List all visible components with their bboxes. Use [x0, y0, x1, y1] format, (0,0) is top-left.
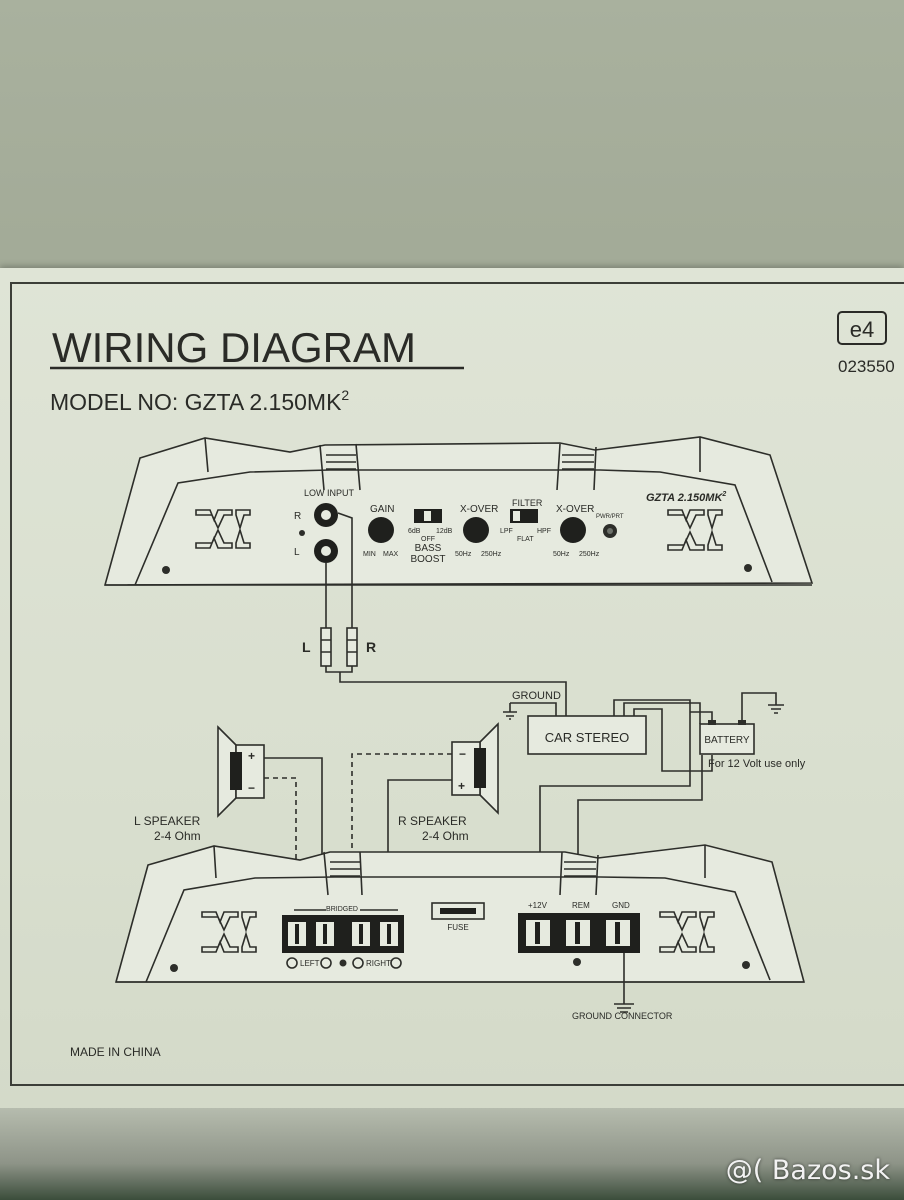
left-neg-symbol: [286, 957, 298, 969]
left-speaker: + −: [217, 725, 323, 900]
boost-6db-label: 6dB: [408, 528, 421, 535]
ground-connector-wire: [614, 953, 634, 1013]
bridged-label: BRIDGED: [326, 906, 358, 913]
car-stereo-box: [527, 715, 647, 755]
top-amplifier: LOW INPUT R L GAIN MIN MAX 6dB OFF 12dB …: [103, 436, 814, 586]
rca-plug-left: [320, 627, 332, 667]
gain-max-label: MAX: [383, 551, 399, 558]
heatsink-logo-right: [667, 509, 723, 551]
rca-r-label: R: [366, 639, 376, 655]
battery-label: BATTERY: [704, 735, 750, 746]
wire-12v: [539, 699, 691, 900]
filter-hpf-label: HPF: [537, 528, 551, 535]
screw-hole: [573, 958, 581, 966]
xover1-250hz-label: 250Hz: [481, 551, 502, 558]
led-dot: [299, 530, 305, 536]
heatsink-logo-bottom-left: [201, 911, 257, 953]
rca-cables: [320, 512, 567, 716]
watermark: @( Bazos.sk: [725, 1155, 890, 1186]
sheet-frame: [10, 282, 904, 1086]
right-terminal-label: RIGHT: [366, 959, 391, 968]
photo-bottom-strip: [0, 1108, 904, 1200]
cert-number: 023550: [838, 357, 895, 376]
left-terminal-label: LEFT: [300, 959, 320, 968]
gain-label: GAIN: [370, 504, 394, 515]
xover-label-2: X-OVER: [556, 504, 594, 515]
ground-connector-label: GROUND CONNECTOR: [572, 1011, 673, 1021]
fuse-label: FUSE: [447, 923, 468, 932]
heatsink-logo-bottom-right: [659, 911, 715, 953]
bass-label: BASS: [415, 543, 442, 554]
xover2-250hz-label: 250Hz: [579, 551, 600, 558]
gain-min-label: MIN: [363, 551, 376, 558]
screw-hole: [162, 566, 170, 574]
left-speaker-ohm: 2-4 Ohm: [154, 829, 201, 843]
rca-l-label: L: [302, 639, 311, 655]
rem-label: REM: [572, 901, 590, 910]
input-r-label: R: [294, 511, 301, 522]
ground-label: GROUND: [512, 690, 561, 702]
screw-hole: [742, 961, 750, 969]
wire-rem: [577, 702, 713, 900]
wire-battery-pos: [690, 711, 713, 720]
right-neg-symbol: [352, 957, 364, 969]
model-number: MODEL NO: GZTA 2.150MK2: [50, 387, 349, 415]
left-speaker-minus: −: [248, 781, 255, 795]
right-pos-symbol: [390, 957, 402, 969]
pwr-prt-label: PWR/PRT: [596, 514, 624, 520]
heatsink-logo-left: [195, 509, 251, 549]
xover-knob-2: [560, 517, 586, 543]
left-pos-symbol: [320, 957, 332, 969]
boost-off-label: OFF: [421, 536, 435, 543]
battery-note: For 12 Volt use only: [708, 758, 806, 770]
plus12v-label: +12V: [528, 901, 548, 910]
boost-12db-label: 12dB: [436, 528, 453, 535]
car-stereo-label: CAR STEREO: [545, 730, 630, 745]
screw-hole: [744, 564, 752, 572]
cert-mark-box: [837, 311, 887, 345]
right-speaker-ohm: 2-4 Ohm: [422, 829, 469, 843]
xover1-50hz-label: 50Hz: [455, 551, 472, 558]
amp-badge: GZTA 2.150MK2: [646, 491, 726, 504]
low-input-label: LOW INPUT: [304, 488, 355, 498]
filter-lpf-label: LPF: [500, 528, 513, 535]
made-in-label: MADE IN CHINA: [70, 1045, 161, 1059]
diagram-title: WIRING DIAGRAM: [52, 324, 416, 371]
filter-flat-label: FLAT: [517, 536, 534, 543]
xover-knob-1: [463, 517, 489, 543]
right-speaker-plus: +: [458, 779, 465, 793]
xover-label-1: X-OVER: [460, 504, 498, 515]
screw-hole: [170, 964, 178, 972]
rca-plug-right: [346, 627, 358, 667]
right-speaker-label: R SPEAKER: [398, 814, 467, 828]
boost-label: BOOST: [410, 554, 445, 565]
fuse-icon: [440, 908, 476, 914]
top-amp-outline: [103, 436, 814, 586]
filter-label: FILTER: [512, 498, 543, 508]
gain-knob: [368, 517, 394, 543]
xover2-50hz-label: 50Hz: [553, 551, 570, 558]
left-speaker-plus: +: [248, 749, 255, 763]
input-l-label: L: [294, 547, 300, 558]
battery-box: [699, 723, 755, 755]
left-speaker-label: L SPEAKER: [134, 814, 201, 828]
gnd-label: GND: [612, 901, 630, 910]
cert-mark: e4: [850, 317, 874, 342]
right-speaker-minus: −: [459, 747, 466, 761]
bottom-amplifier: BRIDGED LEFT RIGHT FUSE +12V REM GN: [114, 844, 806, 1021]
